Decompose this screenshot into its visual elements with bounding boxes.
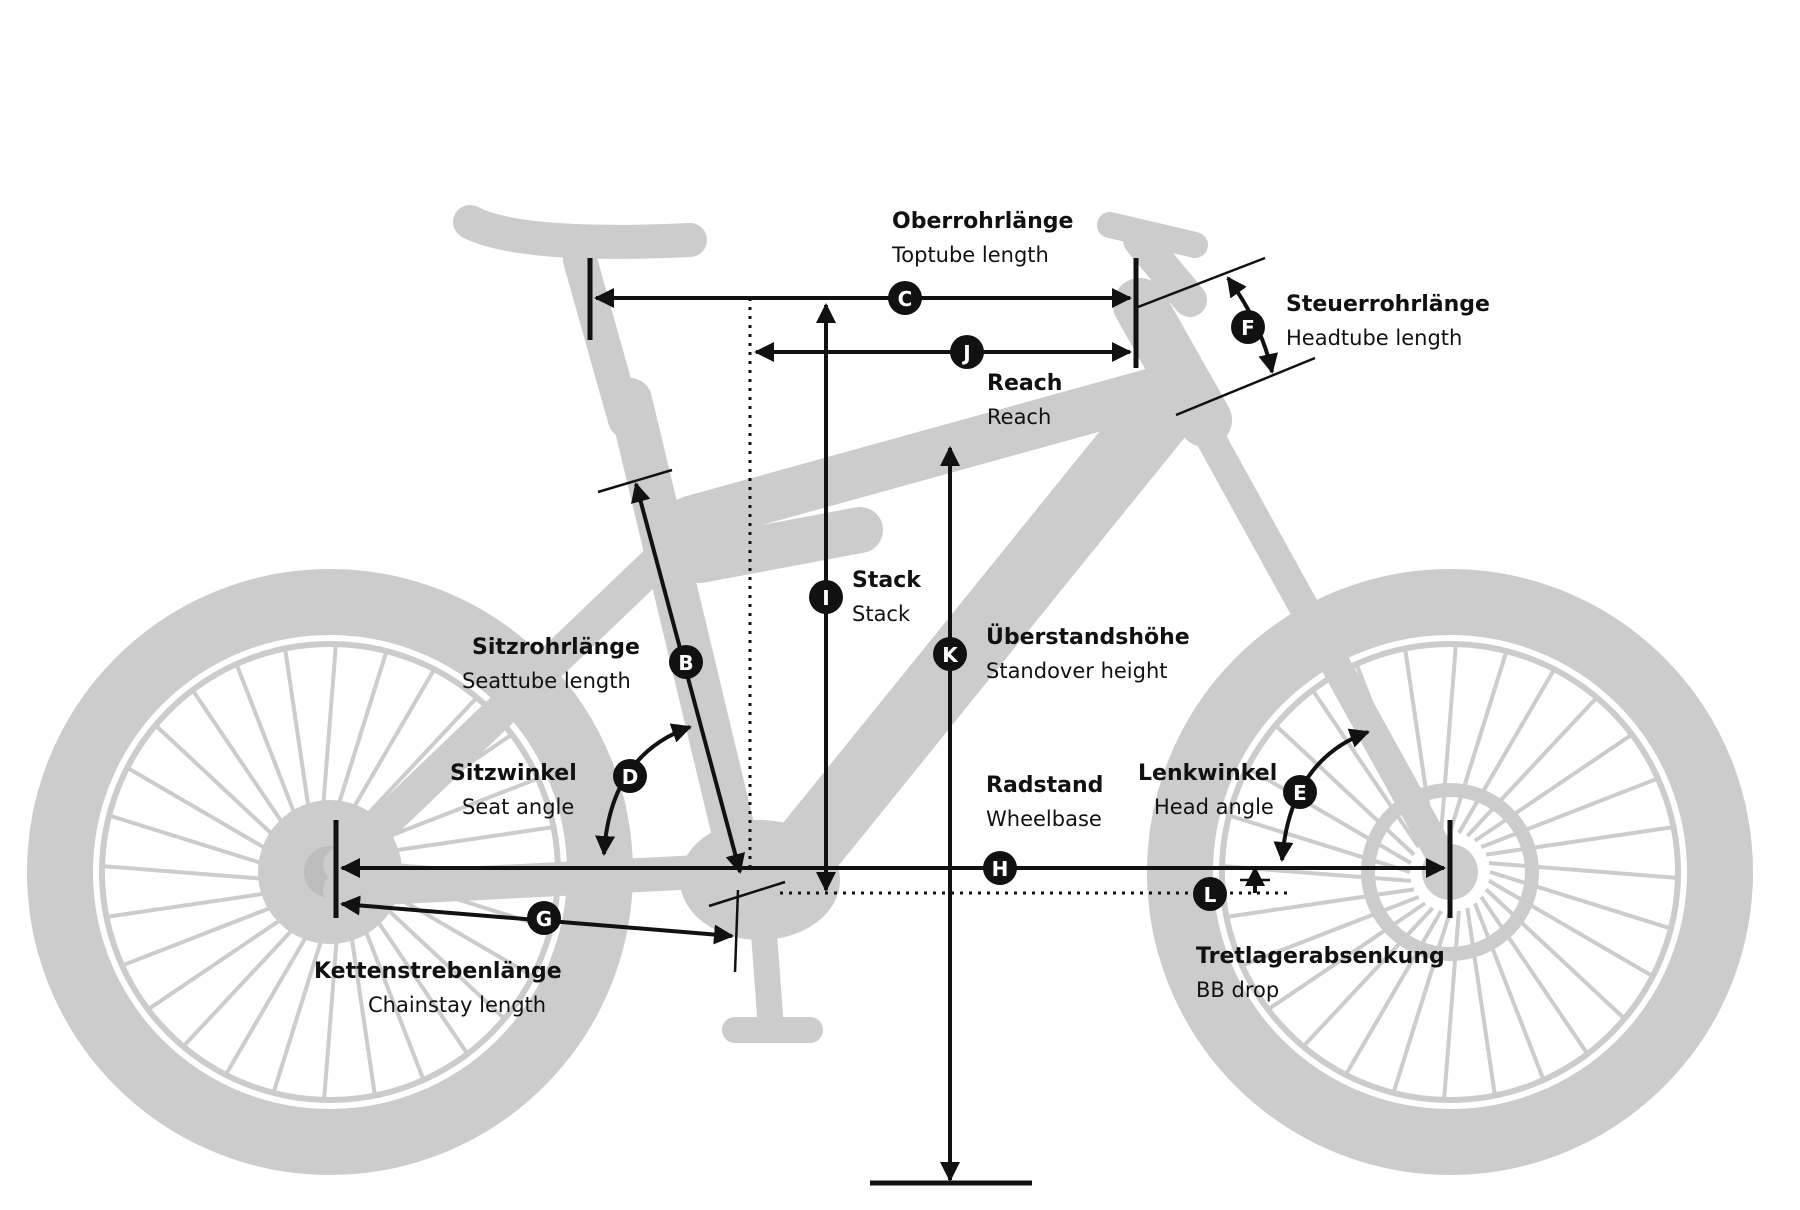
badge-l: L: [1193, 877, 1227, 911]
label-standover-en: Standover height: [986, 659, 1168, 683]
svg-text:D: D: [622, 765, 639, 789]
label-bbdrop-en: BB drop: [1196, 978, 1279, 1002]
wheel-spoke: [1489, 870, 1670, 930]
label-seatangle-de: Sitzwinkel: [450, 761, 577, 786]
badge-j: J: [950, 335, 984, 369]
badge-e: E: [1283, 775, 1317, 809]
wheel-spoke: [1448, 652, 1508, 833]
wheel-spoke: [1465, 697, 1597, 838]
badge-i: I: [809, 580, 843, 614]
svg-text:E: E: [1293, 781, 1307, 805]
label-bbdrop-de: Tretlagerabsenkung: [1196, 944, 1445, 969]
wheel-spoke: [1473, 734, 1632, 843]
wheel-spoke: [1479, 895, 1588, 1054]
svg-text:I: I: [822, 586, 829, 610]
bike-silhouette: [27, 205, 1753, 1175]
badge-b: B: [669, 645, 703, 679]
label-stack-de: Stack: [852, 568, 922, 593]
svg-text:L: L: [1204, 883, 1217, 907]
wheel-spoke: [1485, 825, 1672, 857]
dimension-labels: Oberrohrlänge Toptube length Reach Reach…: [314, 209, 1490, 1017]
label-reach-de: Reach: [987, 371, 1062, 396]
label-headangle-de: Lenkwinkel: [1138, 761, 1277, 786]
badge-k: K: [933, 637, 967, 671]
svg-text:F: F: [1241, 316, 1255, 340]
svg-text:C: C: [898, 287, 913, 311]
badge-f: F: [1231, 310, 1265, 344]
label-chainstay-en: Chainstay length: [368, 993, 546, 1017]
wheel-spoke: [1243, 895, 1420, 967]
svg-text:B: B: [678, 651, 693, 675]
wheel-spoke: [1228, 887, 1415, 919]
label-toptube-de: Oberrohrlänge: [892, 209, 1073, 234]
wheel-spoke: [1487, 879, 1653, 977]
label-reach-en: Reach: [987, 405, 1051, 429]
wheel-spoke: [1439, 645, 1458, 834]
svg-text:K: K: [942, 643, 959, 667]
wheel-spoke: [1465, 907, 1497, 1094]
letter-badges: C J F I K B D H E G L: [527, 281, 1317, 935]
label-headtube-de: Steuerrohrlänge: [1286, 292, 1490, 317]
wheel-spoke: [1457, 669, 1555, 835]
label-stack-en: Stack: [852, 602, 911, 626]
label-headangle-en: Head angle: [1154, 795, 1274, 819]
badge-c: C: [888, 281, 922, 315]
label-seattube-en: Seattube length: [462, 669, 631, 693]
wheel-spoke: [1392, 911, 1452, 1092]
label-standover-de: Überstandshöhe: [986, 624, 1190, 650]
wheel-spoke: [1345, 909, 1443, 1075]
wheel-spoke: [1488, 861, 1677, 880]
label-seatangle-en: Seat angle: [462, 795, 574, 819]
badge-d: D: [613, 759, 647, 793]
wheel-spoke: [1268, 901, 1427, 1010]
wheel-spoke: [1473, 902, 1545, 1079]
label-wheelbase-de: Radstand: [986, 773, 1103, 798]
badge-h: H: [983, 851, 1017, 885]
label-seattube-de: Sitzrohrlänge: [472, 635, 640, 660]
wheel-spoke: [1442, 910, 1461, 1099]
wheel-spoke: [1484, 887, 1625, 1019]
label-headtube-en: Headtube length: [1286, 326, 1462, 350]
label-chainstay-de: Kettenstrebenlänge: [314, 959, 562, 984]
label-toptube-en: Toptube length: [891, 243, 1049, 267]
svg-text:H: H: [992, 857, 1009, 881]
wheel-spoke: [1303, 906, 1435, 1047]
badge-g: G: [527, 901, 561, 935]
svg-text:J: J: [961, 341, 970, 365]
label-wheelbase-en: Wheelbase: [986, 807, 1102, 831]
svg-text:G: G: [536, 907, 552, 931]
wheel-spoke: [1480, 777, 1657, 849]
